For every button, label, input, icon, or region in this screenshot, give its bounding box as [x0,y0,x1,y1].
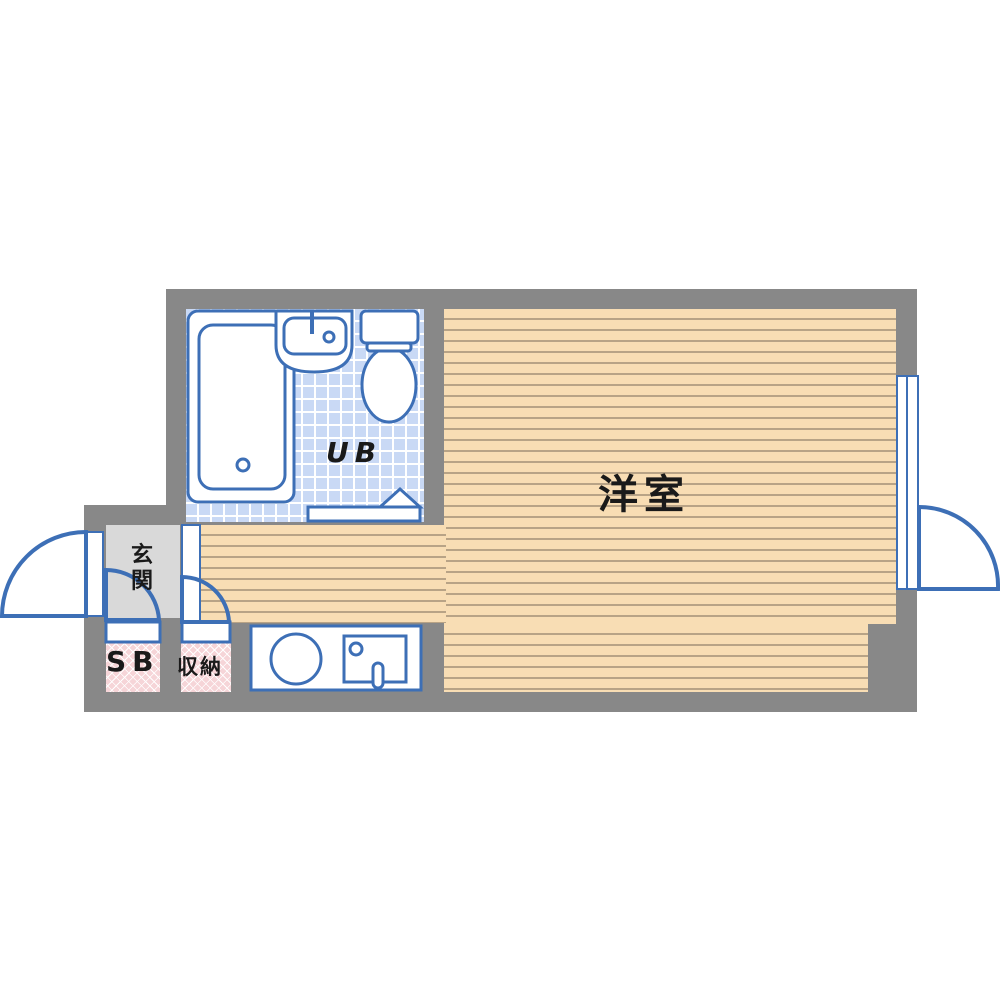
toilet-bowl-icon [360,346,418,424]
balcony-door-swing-icon [917,504,1000,591]
unit-bath-label: UB [326,436,383,469]
western-room-floor [444,309,896,624]
bath-threshold [306,505,422,523]
shoe-box-area [106,643,160,692]
storage-area [181,643,231,692]
entrance-door-frame [85,531,104,617]
western-room-label: 洋室 [598,472,690,518]
storage-door-swing-icon [180,574,232,624]
corridor-floor [200,525,446,623]
shoe-box-label: SB [106,645,160,678]
entrance-label: 玄関 [131,543,154,594]
shoe-box-door-swing-icon [104,567,162,622]
stove-burner-icon [269,632,323,686]
bathtub-drain-icon [235,457,251,473]
western-room-lower-floor [444,624,868,692]
toilet-tank-icon [359,309,420,345]
storage-label: 収納 [177,655,223,679]
entrance-door-swing-icon [0,529,88,618]
